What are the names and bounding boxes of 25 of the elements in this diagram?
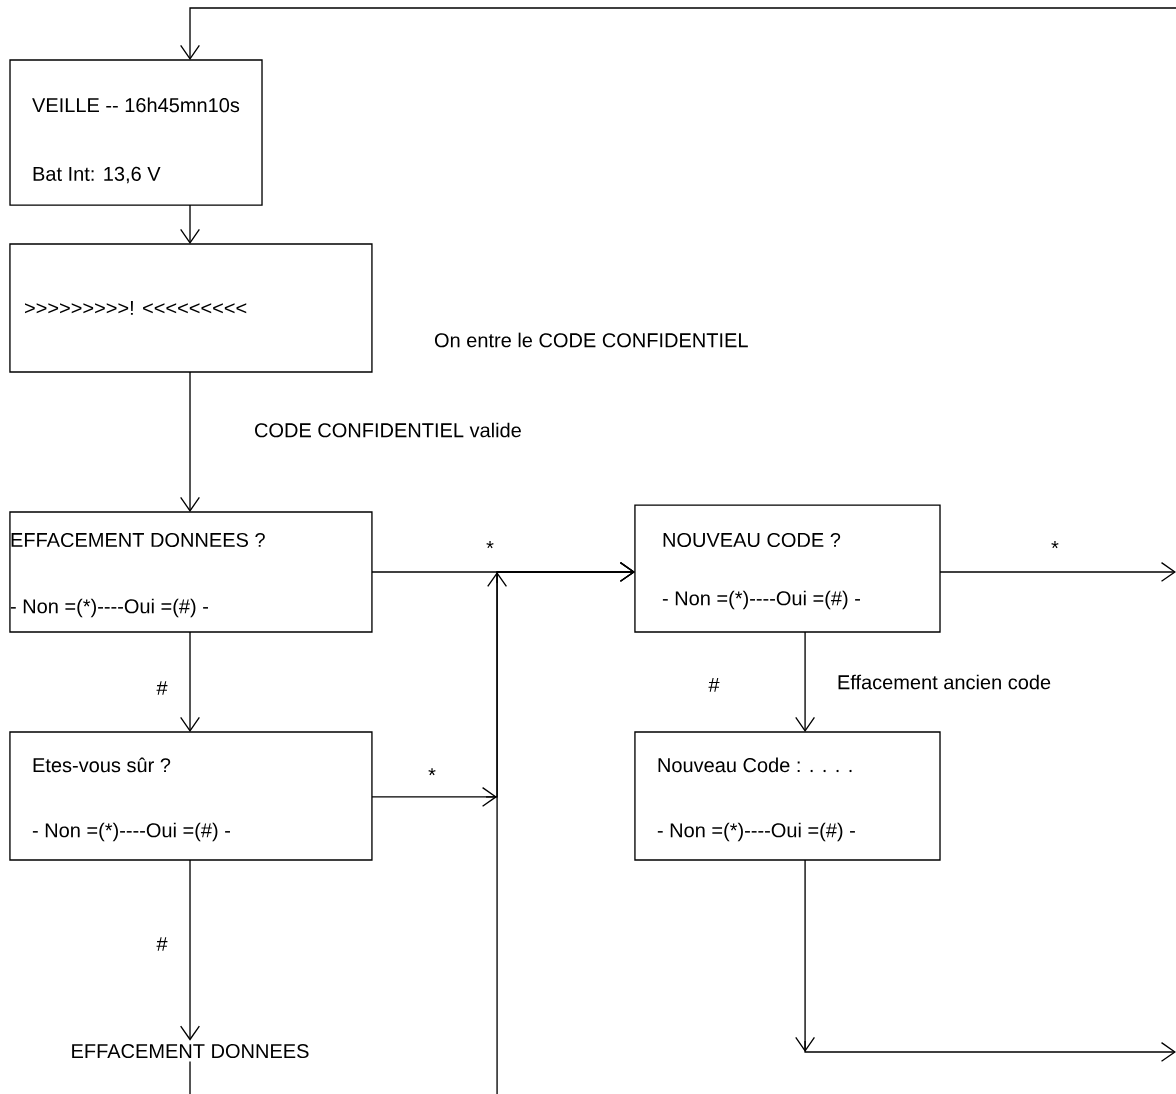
- screen-box: VEILLE -- 16h45mn10s Bat Int: 13,6 V: [9, 59, 263, 206]
- arrow: [180, 859, 200, 1041]
- note-text: On entre le CODE CONFIDENTIEL: [434, 332, 748, 348]
- note-text: Effacement ancien code: [838, 674, 1051, 690]
- screen-box: NOUVEAU CODE ? - Non =(*)----Oui =(#) -: [634, 504, 941, 633]
- edge-label: #: [155, 679, 169, 697]
- edge-label: *: [426, 766, 438, 784]
- arrow: [795, 631, 816, 732]
- arrow: [496, 562, 635, 1094]
- screen-box: EFFACEMENT DONNEES ? - Non =(*)----Oui =(#) -: [9, 511, 373, 633]
- edge-label: *: [1049, 539, 1061, 557]
- screen-box: >>>>>>>>>! <<<<<<<<<: [9, 243, 373, 373]
- arrow: [180, 631, 200, 732]
- arrow: [180, 204, 200, 244]
- edge-label: #: [155, 935, 169, 953]
- bare-text: EFFACEMENT DONNEES: [72, 1043, 309, 1059]
- arrow: [939, 562, 1176, 582]
- arrow: [180, 7, 1176, 60]
- arrow: [180, 371, 200, 512]
- screen-box: Etes-vous sûr ? - Non =(*)----Oui =(#) -: [9, 731, 373, 861]
- arrow: [795, 859, 1176, 1062]
- edge-label: CODE CONFIDENTIEL valide: [252, 421, 524, 439]
- edge-label: #: [707, 676, 721, 694]
- screen-box: Nouveau Code : . . . . - Non =(*)----Oui =(#) -: [634, 731, 941, 861]
- edge-label: *: [484, 539, 496, 557]
